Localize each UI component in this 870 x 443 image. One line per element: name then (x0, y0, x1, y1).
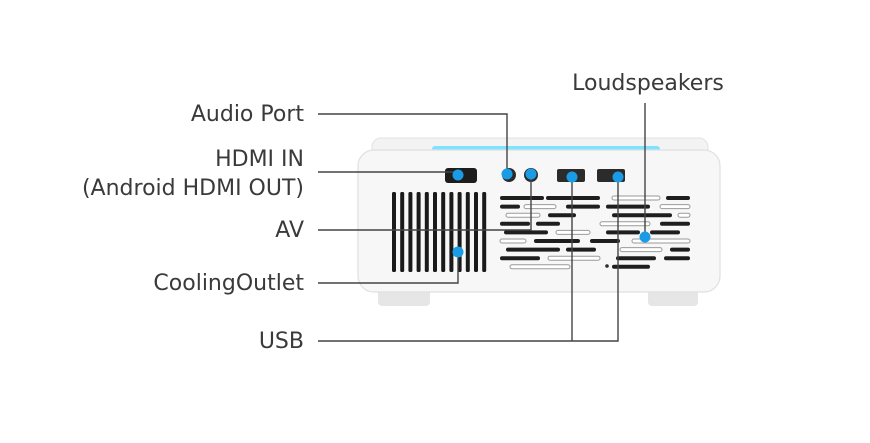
grille-slot (506, 247, 560, 252)
vent-slat (449, 192, 454, 272)
grille-slot (664, 256, 690, 261)
loudspeakers-label: Loudspeakers (572, 71, 724, 96)
grille-slot (599, 221, 651, 227)
vent-slat (400, 192, 405, 272)
vent-slat (433, 192, 437, 272)
grille-slot (677, 212, 691, 218)
reset-hole (605, 264, 609, 268)
vent-slat (482, 192, 487, 272)
av-dot (525, 168, 537, 180)
grille-slot (566, 204, 600, 209)
hdmi-in-label: HDMI IN (215, 147, 304, 172)
vent-slat (392, 192, 396, 272)
grille-slot (546, 196, 600, 200)
usb-dot-2 (612, 171, 624, 183)
cooling-outlet-vent (392, 192, 487, 272)
grille-slot (555, 229, 591, 235)
grille-slot (523, 204, 557, 210)
av-label: AV (275, 218, 304, 243)
leader-lines (318, 103, 646, 342)
grille-slot (612, 264, 650, 269)
audio-port-label: Audio Port (191, 102, 305, 127)
grille-slot (666, 196, 690, 200)
loudspeakers-dot (639, 231, 651, 243)
grille-slot (670, 247, 690, 252)
hdmi-in-sublabel: (Android HDMI OUT) (82, 176, 304, 201)
grille-slot (612, 213, 672, 218)
audio-port-leader (318, 113, 508, 172)
grille-slot (536, 221, 560, 226)
vent-slat (424, 192, 429, 272)
grille-slot (650, 230, 680, 235)
grille-slot (590, 239, 620, 243)
audio-port-dot (501, 168, 513, 180)
vent-slat (408, 192, 413, 272)
grille-slot (659, 204, 691, 210)
grille-slot (619, 247, 663, 253)
grille-slot (500, 196, 544, 200)
cooling-outlet-leader (318, 252, 459, 284)
grille-slot (509, 264, 571, 270)
grille-slot (504, 230, 548, 235)
vent-slat (474, 192, 478, 272)
grille-slot (616, 256, 656, 261)
vent-slat (465, 192, 470, 272)
grille-slot (660, 221, 690, 226)
cooling-outlet-label: CoolingOutlet (153, 271, 304, 296)
grille-slot (505, 212, 541, 218)
av-leader (318, 175, 532, 231)
grille-slot (606, 230, 640, 235)
cooling-outlet-dot (452, 246, 464, 258)
usb-leader-b (318, 176, 619, 342)
grille-slot (499, 238, 527, 244)
usb-label: USB (259, 329, 304, 354)
grille-slot (500, 221, 530, 226)
grille-slot (611, 195, 661, 201)
grille-slot (534, 239, 580, 243)
grille-slot (500, 256, 540, 261)
hdmi-in-dot (452, 169, 464, 181)
grille-slot (566, 247, 596, 252)
vent-slat (416, 192, 421, 272)
grille-slot (547, 255, 601, 261)
callout-dots (452, 168, 651, 258)
usb-dot-1 (566, 171, 578, 183)
vent-slat (441, 192, 446, 272)
speaker-grille (499, 195, 691, 270)
grille-slot (500, 204, 520, 209)
grille-slot (606, 204, 650, 209)
grille-slot (548, 213, 576, 218)
